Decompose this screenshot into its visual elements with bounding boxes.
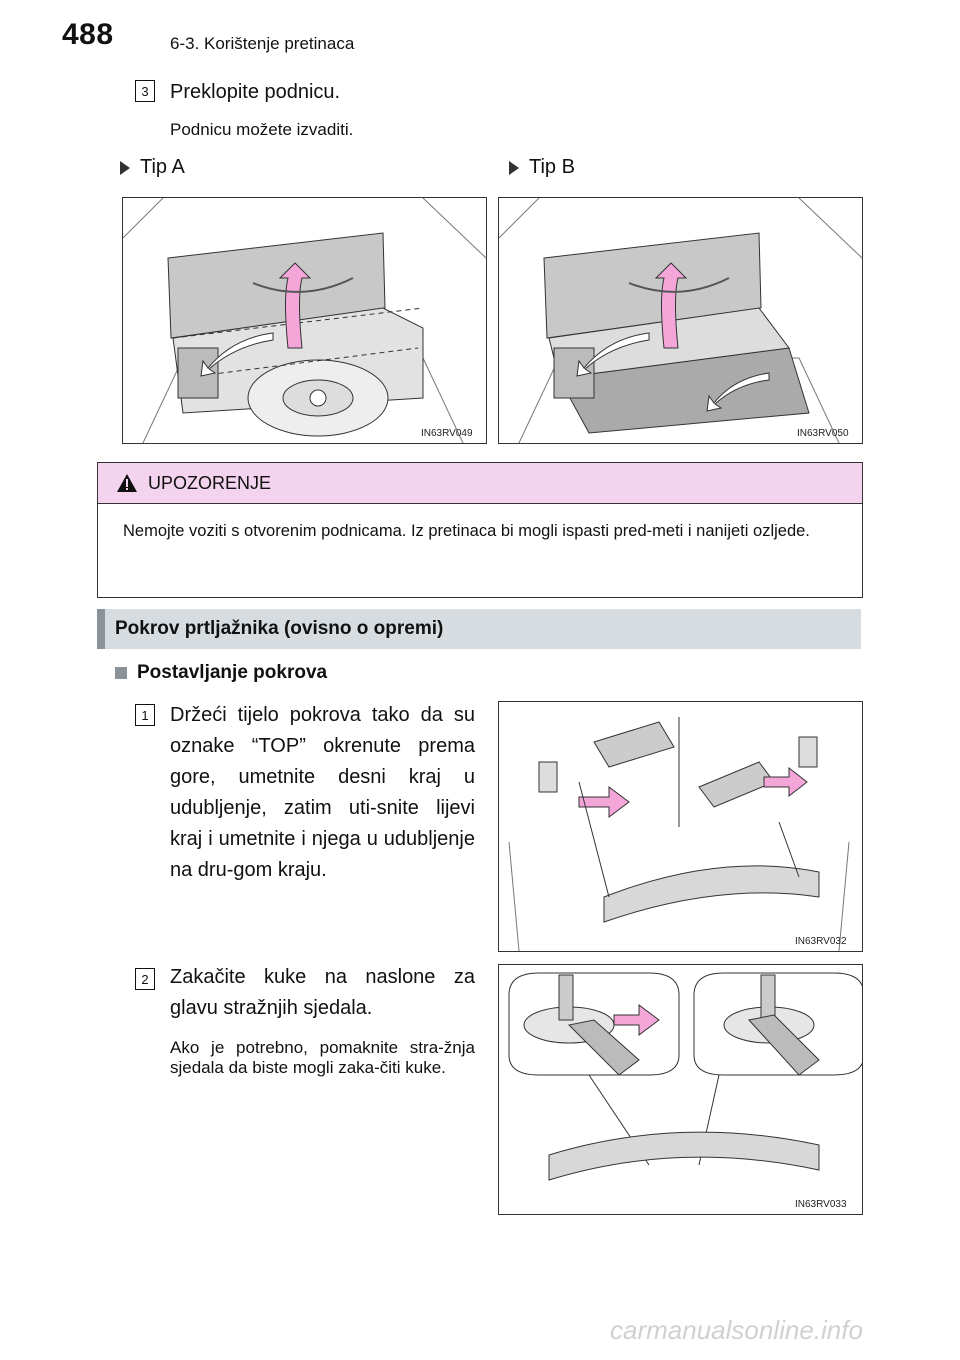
figure-trunk-type-b: IN63RV050: [498, 197, 863, 444]
watermark: carmanualsonline.info: [610, 1315, 863, 1345]
page-number: 488: [62, 18, 114, 51]
figure-code: IN63RV032: [795, 936, 847, 947]
warning-triangle-icon: [117, 474, 137, 492]
step-2-text: Zakačite kuke na naslone za glavu stražn…: [170, 966, 475, 1019]
hooks-headrests-illustration: [508, 972, 862, 1181]
subheading-text: Postavljanje pokrova: [137, 662, 328, 683]
figure-code: IN63RV049: [421, 428, 473, 439]
figure-trunk-type-a: IN63RV049: [122, 197, 487, 444]
step-1-text: Držeći tijelo pokrova tako da su oznake …: [170, 704, 475, 881]
warning-box: UPOZORENJE Nemojte voziti s otvorenim po…: [97, 462, 863, 598]
figure-code: IN63RV050: [797, 428, 849, 439]
warning-header: UPOZORENJE: [98, 463, 862, 504]
figure-cover-install: IN63RV032: [498, 701, 863, 952]
figure-code: IN63RV033: [795, 1199, 847, 1210]
section-banner: Pokrov prtljažnika (ovisno o opremi): [97, 609, 861, 649]
step-number-1: 1: [135, 704, 155, 726]
step-2-note: Ako je potrebno, pomaknite stra-žnja sje…: [170, 1038, 475, 1077]
step-3-title: Preklopite podnicu.: [170, 81, 341, 103]
type-b-label: Tip B: [509, 156, 575, 179]
square-bullet-icon: [115, 667, 127, 679]
type-a-text: Tip A: [140, 156, 185, 178]
section-heading: 6-3. Korištenje pretinaca: [170, 34, 355, 53]
step-number-3: 3: [135, 80, 155, 102]
step-3-note: Podnicu možete izvaditi.: [170, 120, 354, 139]
triangle-bullet-icon: [509, 160, 519, 175]
type-a-label: Tip A: [120, 156, 185, 179]
figure-hooks-headrests: IN63RV033: [498, 964, 863, 1215]
triangle-bullet-icon: [120, 160, 130, 175]
step-number-2: 2: [135, 968, 155, 990]
trunk-type-a-illustration: [123, 198, 486, 443]
trunk-type-b-illustration: [499, 198, 862, 443]
cover-install-illustration: [508, 717, 850, 951]
warning-title: UPOZORENJE: [148, 472, 272, 493]
type-b-text: Tip B: [529, 156, 575, 178]
warning-body: Nemojte voziti s otvorenim podnicama. Iz…: [123, 522, 810, 540]
subheading: Postavljanje pokrova: [115, 662, 327, 684]
